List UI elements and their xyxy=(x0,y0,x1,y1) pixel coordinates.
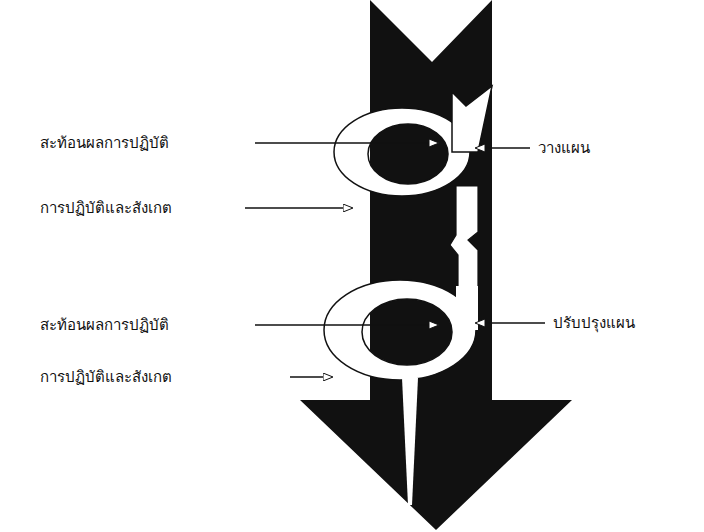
step-label: สะท้อนผลการปฏิบัติ xyxy=(40,134,169,152)
leader-line xyxy=(255,324,438,325)
leader-line xyxy=(476,322,545,323)
leader-line xyxy=(255,142,438,143)
spiral-strip xyxy=(456,286,478,330)
upper-loop xyxy=(334,108,470,196)
step-label: การปฏิบัติและสังเกต xyxy=(40,199,172,217)
leader-line xyxy=(245,207,352,208)
lower-loop xyxy=(324,280,476,380)
plan-arrowhead xyxy=(452,86,492,152)
step-label: สะท้อนผลการปฏิบัติ xyxy=(40,316,169,334)
spiral-strip xyxy=(450,186,478,292)
spiral-tail xyxy=(402,378,418,505)
leader-line xyxy=(476,147,530,148)
step-label: วางแผน xyxy=(538,139,590,157)
step-label: ปรับปรุงแผน xyxy=(553,314,635,332)
down-arrow xyxy=(300,0,572,530)
leader-line xyxy=(290,376,332,377)
step-label: การปฏิบัติและสังเกต xyxy=(40,368,172,386)
